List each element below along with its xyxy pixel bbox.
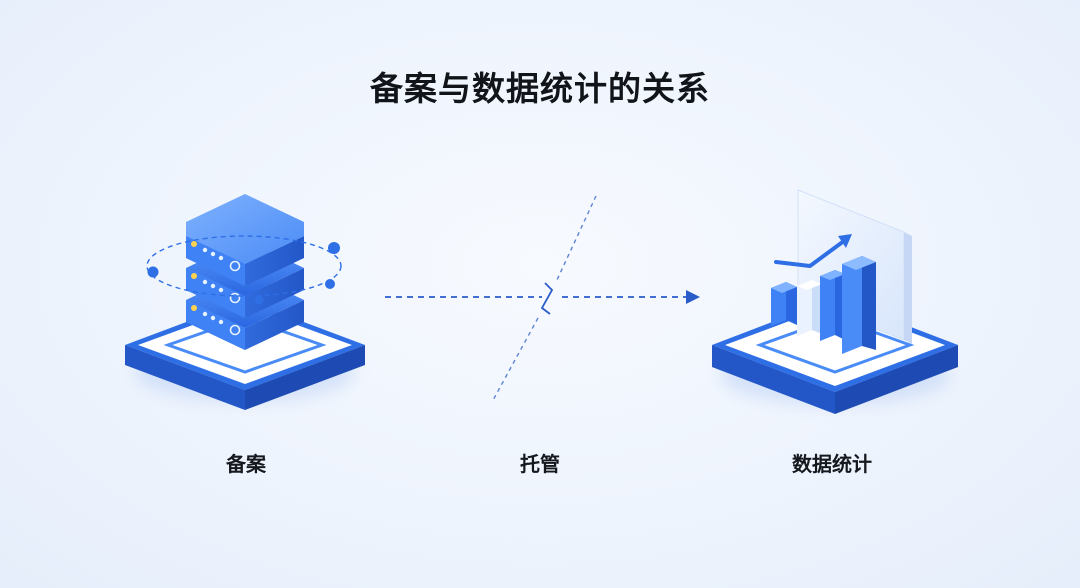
chart-node bbox=[712, 189, 958, 414]
bar-chart-icon bbox=[771, 189, 912, 354]
server-icon bbox=[186, 194, 304, 350]
diagram-title: 备案与数据统计的关系 bbox=[370, 69, 710, 108]
server-platform-side-left bbox=[125, 345, 245, 410]
arrow-head-icon bbox=[686, 290, 700, 304]
break-mark-icon bbox=[540, 282, 554, 315]
chart-platform-side-left bbox=[712, 345, 835, 414]
orbit-dot bbox=[147, 266, 159, 278]
server-platform-side-right bbox=[245, 345, 365, 410]
server-platform-ring bbox=[163, 316, 327, 374]
orbit-dot bbox=[254, 295, 264, 305]
server-node bbox=[125, 194, 365, 410]
chart-platform-side-right bbox=[835, 345, 958, 414]
diagonal-dash-lower bbox=[491, 317, 539, 403]
label-hosting: 托管 bbox=[520, 452, 560, 476]
diagonal-dash-upper bbox=[555, 195, 597, 283]
chart-platform-ring bbox=[755, 316, 915, 374]
server-orbit bbox=[146, 235, 342, 297]
orbit-dot bbox=[328, 242, 340, 254]
orbit-dot bbox=[325, 279, 335, 289]
label-filing: 备案 bbox=[226, 452, 266, 476]
label-statistics: 数据统计 bbox=[792, 452, 872, 476]
hosting-connector bbox=[385, 195, 700, 403]
